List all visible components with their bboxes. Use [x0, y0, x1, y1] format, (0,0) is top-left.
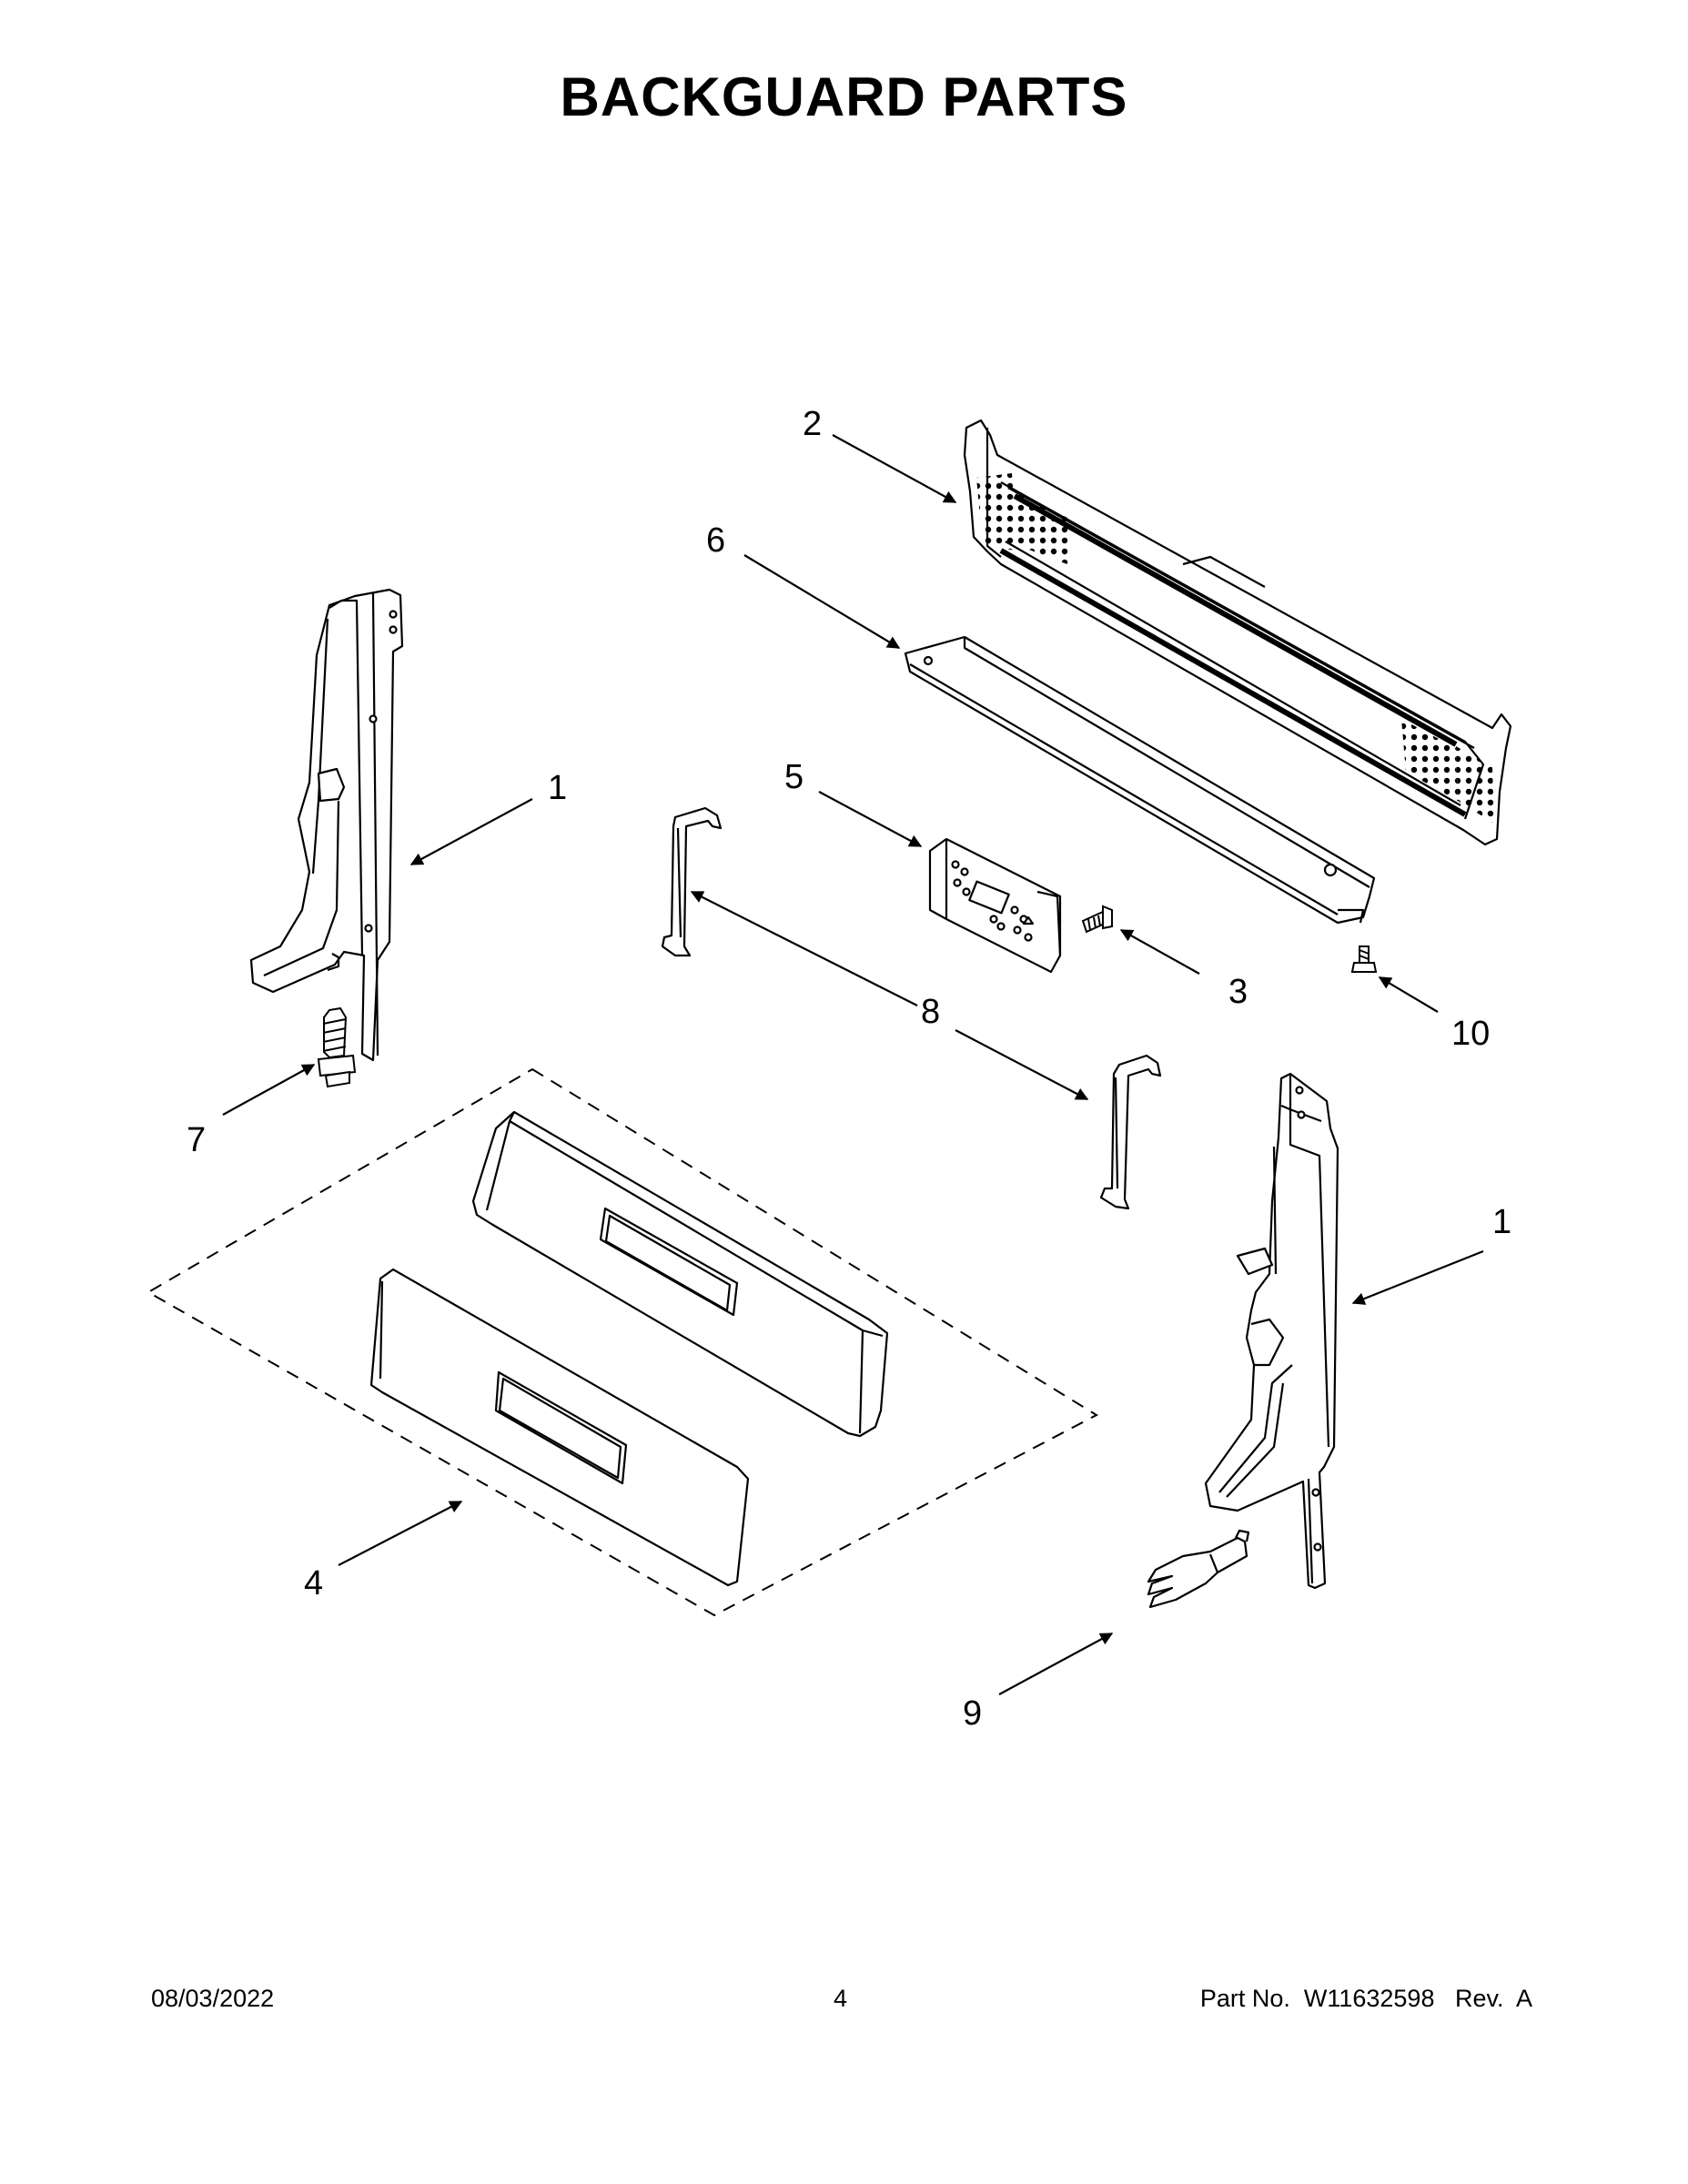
part-8-clip-upper[interactable]	[661, 806, 723, 957]
callout-4: 4	[304, 1564, 323, 1603]
part-6-support-rail[interactable]	[904, 635, 1376, 925]
part-9-bracket-clip[interactable]	[1147, 1529, 1250, 1609]
callout-6: 6	[706, 521, 725, 560]
callout-8: 8	[921, 993, 940, 1031]
callout-1-right: 1	[1492, 1203, 1511, 1241]
leader-lines	[222, 434, 1484, 1695]
part-1-left-side-trim[interactable]	[249, 588, 404, 1062]
footer-part-number: Part No. W11632598 Rev. A	[1199, 1985, 1532, 2012]
callout-10: 10	[1451, 1015, 1490, 1053]
callout-5: 5	[784, 758, 804, 796]
leader-8-lower	[955, 1029, 1089, 1100]
callout-3: 3	[1228, 973, 1248, 1011]
callout-labels: 1 2 6 5 3 10 8 7 1 4 9	[187, 405, 1511, 1733]
part-8-clip-lower[interactable]	[1099, 1054, 1162, 1210]
part-5-control-board[interactable]	[928, 837, 1062, 974]
leader-3	[1119, 929, 1200, 975]
page-title: BACKGUARD PARTS	[560, 66, 1128, 127]
part-10-screw[interactable]	[1350, 945, 1378, 973]
leader-1-left	[409, 798, 533, 865]
leader-8-upper	[690, 891, 918, 1006]
callout-2: 2	[803, 405, 822, 443]
leader-2	[832, 434, 957, 503]
assembly-boundary	[146, 1067, 1099, 1617]
footer-date: 08/03/2022	[151, 1985, 275, 2012]
leader-4	[338, 1501, 463, 1566]
leader-1-right	[1351, 1249, 1484, 1305]
callout-1-left: 1	[548, 769, 567, 807]
leader-9	[998, 1633, 1114, 1695]
leader-6	[743, 554, 901, 649]
part-1-right-side-trim[interactable]	[1204, 1072, 1339, 1590]
leader-10	[1378, 976, 1439, 1013]
part-4-control-panel-assembly[interactable]	[146, 1067, 1099, 1617]
footer-page-number: 4	[834, 1985, 848, 2012]
part-7-screw[interactable]	[317, 1006, 357, 1088]
callout-7: 7	[187, 1121, 206, 1159]
part-2-backguard-panel[interactable]	[963, 419, 1512, 846]
part-3-screw[interactable]	[1081, 905, 1113, 934]
leader-5	[818, 791, 923, 847]
leader-7	[222, 1064, 316, 1116]
callout-9: 9	[963, 1694, 982, 1733]
